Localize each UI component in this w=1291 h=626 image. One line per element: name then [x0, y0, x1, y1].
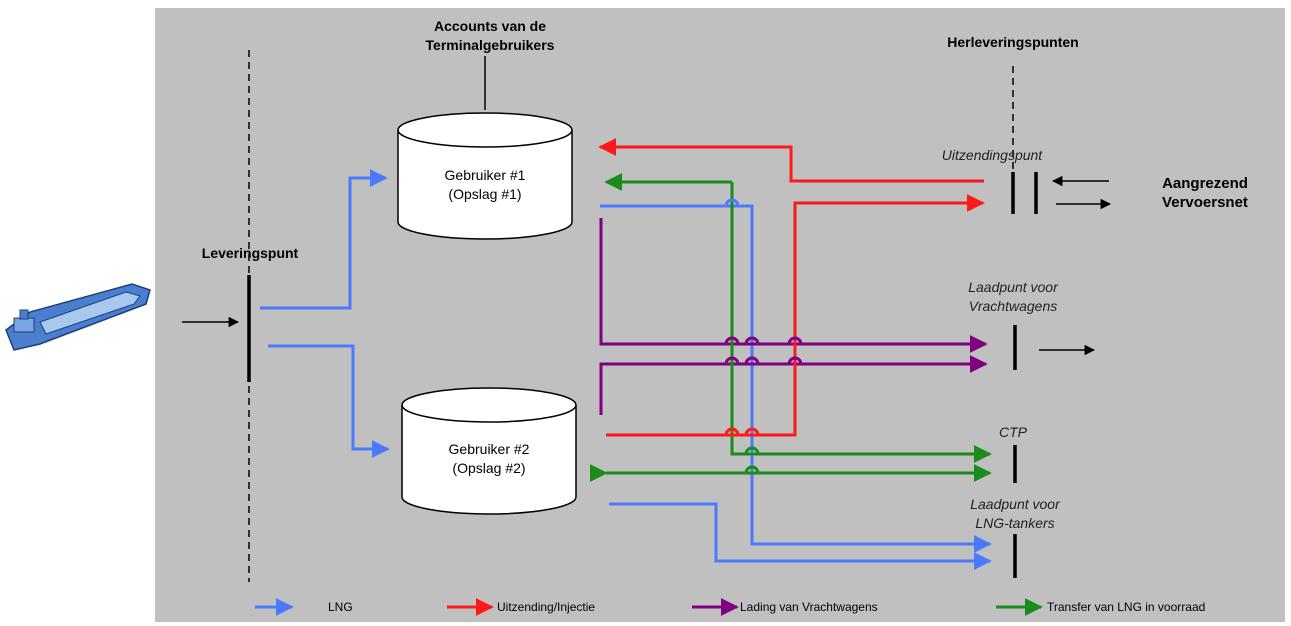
truck-point-label-line2: Vrachtwagens [969, 298, 1057, 314]
storage-tank-2 [401, 387, 577, 515]
send-out-flows [598, 138, 985, 437]
lng-flows [260, 169, 992, 570]
ctp-label: CTP [999, 424, 1028, 440]
delivery-point-label: Leveringspunt [202, 245, 299, 261]
send-out-point-bars [1011, 172, 1038, 214]
lng-ship-icon [5, 283, 151, 351]
legend: LNG Uitzending/Injectie Lading van Vrach… [255, 598, 1205, 616]
adjacent-network-line2: Vervoersnet [1162, 194, 1248, 211]
ship-point-label-line2: LNG-tankers [975, 515, 1054, 531]
legend-lng-label: LNG [328, 600, 353, 614]
diagram-panel [155, 8, 1285, 622]
line-crossings [724, 198, 803, 474]
storage-2-line1: Gebruiker #2 [449, 441, 530, 457]
truck-loading-flows [599, 218, 988, 415]
storage-1-line1: Gebruiker #1 [445, 167, 526, 183]
send-out-point-label: Uitzendingspunt [942, 147, 1044, 163]
ship-point-label-line1: Laadpunt voor [970, 496, 1061, 512]
redelivery-points-title: Herleveringspunten [947, 34, 1078, 50]
accounts-title-line1: Accounts van de [434, 18, 546, 34]
truck-point-label-line1: Laadpunt voor [968, 279, 1059, 295]
legend-truck-label: Lading van Vrachtwagens [740, 600, 878, 614]
transfer-flows [589, 173, 992, 482]
legend-transfer-label: Transfer van LNG in voorraad [1047, 600, 1205, 614]
accounts-title-line2: Terminalgebruikers [426, 37, 555, 53]
storage-2-line2: (Opslag #2) [452, 460, 525, 476]
storage-tank-1 [397, 112, 573, 240]
storage-1-line2: (Opslag #1) [448, 186, 521, 202]
legend-send-out-label: Uitzending/Injectie [497, 600, 595, 614]
adjacent-network-line1: Aangrezend [1162, 175, 1248, 192]
